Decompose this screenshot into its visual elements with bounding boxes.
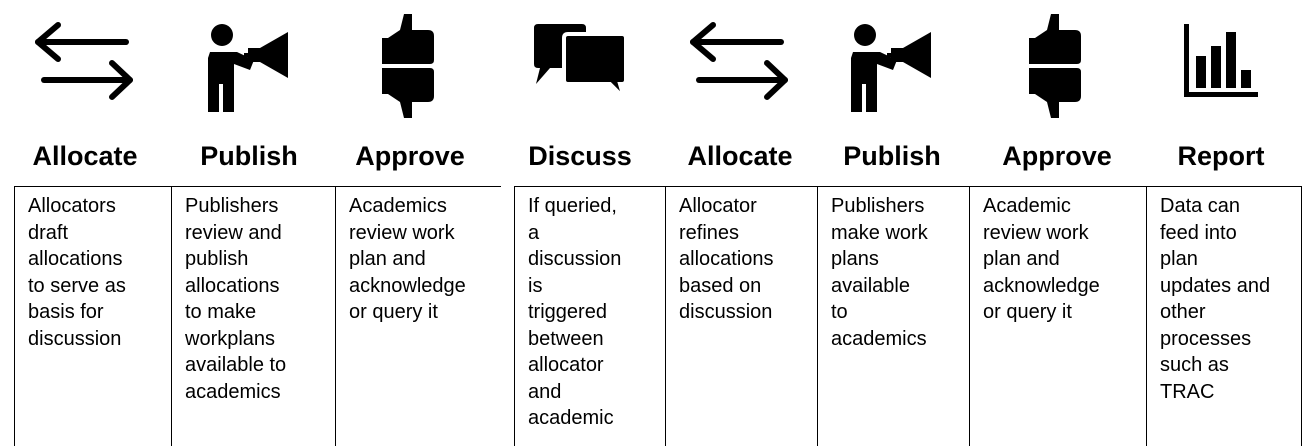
step-description-cell: Publishers make work plans available to …: [817, 186, 969, 446]
megaphone-person-icon: [817, 0, 967, 130]
step-title: Report: [1177, 141, 1265, 171]
arrows-swap-icon: [665, 0, 815, 130]
step-approve-1: Approve: [335, 0, 485, 446]
step-approve-2: Approve: [969, 0, 1145, 446]
thumbs-up-down-icon: [335, 0, 485, 130]
arrows-swap-icon: [0, 0, 170, 130]
bar-chart-icon: [1146, 0, 1296, 130]
step-description: Allocators draft allocations to serve as…: [28, 195, 126, 350]
step-description: Academics review work plan and acknowled…: [349, 195, 466, 323]
step-description: Data can feed into plan updates and othe…: [1160, 195, 1271, 403]
step-title: Publish: [843, 141, 941, 171]
step-description: Publishers review and publish allocation…: [185, 195, 287, 403]
thumbs-up-down-icon: [969, 0, 1145, 130]
step-allocate-1: Allocate: [0, 0, 170, 446]
step-title: Allocate: [32, 141, 138, 171]
step-description-cell: Publishers review and publish allocation…: [171, 186, 335, 446]
speech-bubbles-icon: [501, 0, 659, 130]
step-title: Publish: [200, 141, 298, 171]
step-description-cell: Allocator refines allocations based on d…: [665, 186, 817, 446]
step-description-cell: Allocators draft allocations to serve as…: [14, 186, 171, 446]
step-description: If queried, a discussion is triggered be…: [528, 195, 622, 429]
step-description-cell: Academics review work plan and acknowled…: [335, 186, 501, 446]
step-title: Allocate: [687, 141, 793, 171]
step-description-cell: Data can feed into plan updates and othe…: [1146, 186, 1302, 446]
step-title: Approve: [355, 141, 465, 171]
step-description: Allocator refines allocations based on d…: [679, 195, 774, 323]
step-description: Publishers make work plans available to …: [831, 195, 928, 350]
step-discuss: Discuss: [501, 0, 659, 446]
step-description-cell: Academic review work plan and acknowledg…: [969, 186, 1146, 446]
megaphone-person-icon: [171, 0, 327, 130]
step-title: Approve: [1002, 141, 1112, 171]
step-publish-1: Publish: [171, 0, 327, 446]
step-description: Academic review work plan and acknowledg…: [983, 195, 1100, 323]
step-description-cell: If queried, a discussion is triggered be…: [514, 186, 665, 446]
step-report: Report: [1146, 0, 1296, 446]
step-allocate-2: Allocate: [665, 0, 815, 446]
step-publish-2: Publish: [817, 0, 967, 446]
step-title: Discuss: [528, 141, 632, 171]
